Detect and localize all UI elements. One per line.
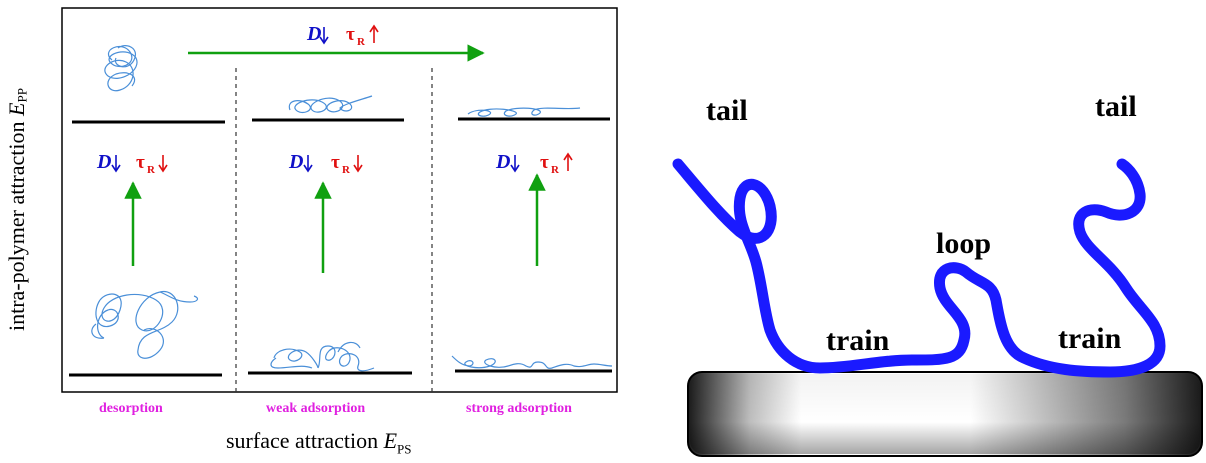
regime-label-weak-adsorption: weak adsorption	[266, 401, 366, 416]
arrow-label-desorption: D τ R	[96, 151, 168, 176]
arrow-label-weak: D τ R	[288, 151, 363, 176]
label-tau-desorption: τ	[136, 152, 145, 173]
polymer-globule-desorbed	[104, 45, 138, 92]
arrow-label-strong: D τ R	[495, 151, 573, 176]
x-axis-text: surface attraction	[226, 428, 379, 453]
label-tau-strong: τ	[540, 152, 549, 173]
label-D-desorption: D	[96, 151, 111, 173]
y-axis-symbol: E	[4, 103, 29, 117]
svg-text:R: R	[342, 164, 351, 176]
polymer-strong-adsorbed	[451, 355, 613, 369]
y-axis-subscript: PP	[14, 88, 30, 103]
x-axis-symbol: E	[383, 428, 398, 453]
polymer-chain	[672, 158, 1166, 378]
regime-label-desorption: desorption	[99, 401, 163, 416]
label-tau-top: τ	[346, 24, 355, 45]
label-tail-right: tail	[1095, 90, 1137, 123]
surface-slab	[687, 371, 1203, 457]
label-D-weak: D	[288, 151, 303, 173]
y-axis-text: intra-polymer attraction	[4, 121, 29, 332]
svg-text:R: R	[551, 164, 560, 176]
polymer-expanded-desorbed	[91, 291, 199, 359]
label-loop: loop	[936, 227, 992, 260]
svg-text:R: R	[147, 164, 156, 176]
label-tau-weak: τ	[331, 152, 340, 173]
polymer-flattened-weak-upper	[288, 95, 373, 114]
left-panel-frame	[61, 7, 618, 393]
label-tail-left: tail	[706, 94, 748, 127]
regime-label-strong-adsorption: strong adsorption	[466, 401, 572, 416]
arrow-label-top: D τ R	[306, 23, 379, 48]
label-D-strong: D	[495, 151, 510, 173]
polymer-flat-strong-upper	[467, 107, 581, 117]
label-train-left: train	[826, 324, 890, 357]
label-tau-sub-top: R	[357, 36, 366, 48]
polymer-weak-adsorbed	[270, 341, 375, 372]
label-train-right: train	[1058, 322, 1122, 355]
y-axis-label: intra-polymer attraction EPP	[4, 40, 38, 380]
x-axis-label: surface attraction EPS	[226, 428, 412, 457]
label-D-top: D	[306, 23, 321, 45]
x-axis-subscript: PS	[397, 441, 412, 457]
